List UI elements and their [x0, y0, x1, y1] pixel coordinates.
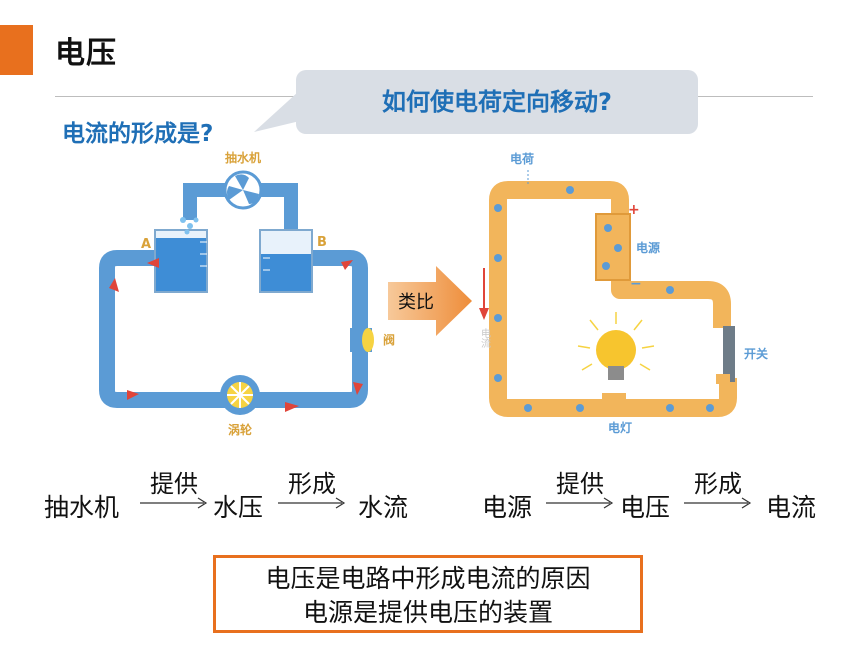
circuit-wire-loop: [489, 181, 737, 417]
electric-chain-source: 电源: [482, 493, 533, 522]
water-chain-pressure: 水压: [213, 493, 264, 522]
beaker-a: [154, 229, 208, 293]
water-chain-pump: 抽水机: [44, 493, 120, 522]
current-label: 电流: [479, 327, 491, 349]
conclusion-line-1: 电压是电路中形成电流的原因: [265, 564, 591, 593]
beaker-b: [259, 229, 313, 293]
water-chain-flow: 水流: [358, 493, 409, 522]
water-circuit-diagram: 抽水机 A B 阀 涡轮: [99, 150, 395, 437]
flow-arrows: [109, 258, 363, 412]
electric-chain-arrow2: [684, 497, 752, 509]
source-label: 电源: [636, 240, 660, 255]
water-chain-arrow2: [278, 497, 346, 509]
switch-label: 开关: [744, 346, 768, 361]
speech-bubble: [296, 70, 698, 134]
speech-bubble-text: 如何使电荷定向移动?: [382, 88, 612, 116]
turbine-icon: [220, 375, 260, 415]
electric-chain-arrow2-label: 形成: [694, 470, 742, 498]
analogy-arrow: 类比: [388, 266, 472, 336]
valve-label: 阀: [383, 333, 395, 347]
water-chain-arrow2-label: 形成: [288, 470, 336, 498]
conclusion-line-2: 电源是提供电压的装置: [302, 598, 553, 627]
pump-fan-icon: [223, 170, 263, 210]
label-b: B: [317, 235, 327, 250]
valve-icon: [350, 328, 374, 352]
page-title: 电压: [55, 36, 117, 71]
electric-chain-arrow1: [546, 497, 614, 509]
electric-chain-voltage: 电压: [620, 493, 671, 522]
turbine-label: 涡轮: [228, 422, 253, 437]
charge-label: 电荷: [510, 151, 534, 166]
electric-chain-current: 电流: [766, 493, 817, 522]
electric-chain-arrow1-label: 提供: [556, 470, 604, 498]
electric-circuit-diagram: 电荷 电流 电源 + − 开关 电灯: [479, 151, 769, 435]
label-a: A: [141, 237, 151, 252]
minus-sign: −: [630, 276, 642, 292]
switch-icon: [716, 326, 735, 384]
water-chain-arrow1-label: 提供: [150, 470, 198, 498]
power-source: [595, 213, 631, 281]
water-splash-icon: [180, 217, 199, 235]
speech-bubble-tail: [254, 92, 304, 132]
pump-label: 抽水机: [225, 150, 261, 165]
lamp-label: 电灯: [608, 420, 632, 435]
current-direction-arrow: [479, 268, 489, 320]
conclusion-box: 电压是电路中形成电流的原因 电源是提供电压的装置: [213, 555, 643, 633]
water-chain-arrow1: [140, 497, 208, 509]
plus-sign: +: [628, 202, 640, 218]
question-heading: 电流的形成是?: [62, 121, 214, 147]
title-accent-bar: [0, 25, 33, 75]
charge-markers: [494, 186, 714, 412]
light-bulb-icon: [577, 312, 655, 380]
analogy-label: 类比: [398, 292, 434, 313]
